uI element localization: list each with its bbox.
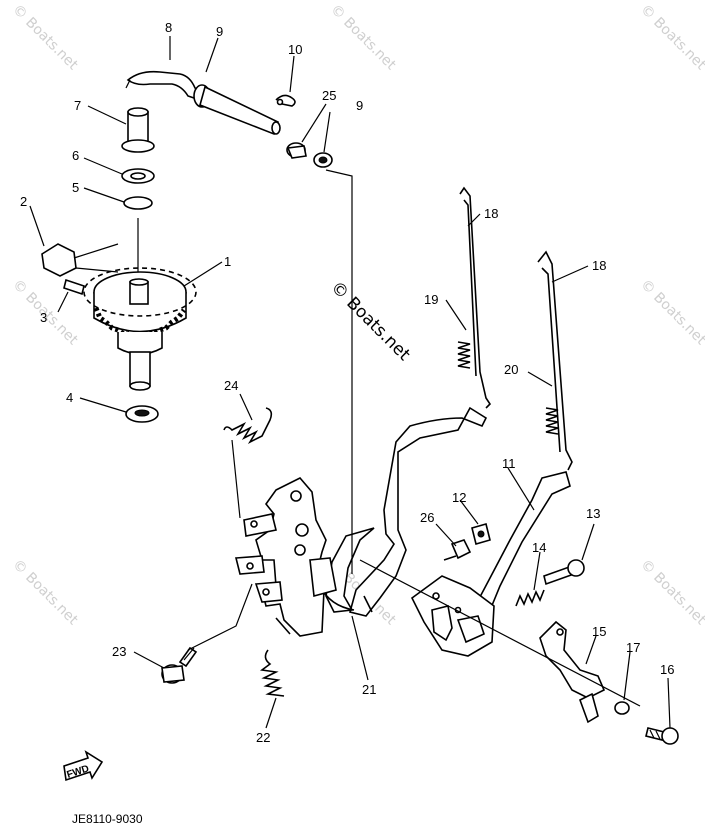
callout-20: 20 — [504, 362, 518, 377]
drawing-code: JE8110-9030 — [72, 812, 143, 826]
part-25-collar — [286, 142, 307, 159]
callout-3: 3 — [40, 310, 47, 325]
callout-18-left: 18 — [484, 206, 498, 221]
part-3-pin — [63, 278, 85, 296]
part-24-spring — [223, 407, 273, 444]
callout-25: 25 — [322, 88, 336, 103]
part-18-rod-right — [537, 250, 573, 471]
part-19-spring — [457, 341, 471, 369]
watermark-text: © Boats.net — [9, 2, 81, 74]
part-26-nut — [443, 539, 472, 561]
callout-9: 9 — [216, 24, 223, 39]
callout-6: 6 — [72, 148, 79, 163]
part-1-gear — [83, 218, 197, 391]
part-7-shaft — [121, 107, 155, 153]
callout-18-right: 18 — [592, 258, 606, 273]
part-14-spring — [515, 589, 545, 607]
callout-10: 10 — [288, 42, 302, 57]
callout-1: 1 — [224, 254, 231, 269]
callout-26: 26 — [420, 510, 434, 525]
fwd-arrow: FWD — [63, 750, 104, 782]
callout-16: 16 — [660, 662, 674, 677]
callout-13: 13 — [586, 506, 600, 521]
part-13-screw — [543, 559, 585, 586]
callout-11: 11 — [502, 456, 516, 471]
watermark-text: © Boats.net — [637, 557, 705, 629]
part-20-spring — [545, 407, 559, 435]
callouts: 8 9 10 25 9 7 6 5 2 1 3 4 18 18 19 20 24… — [20, 20, 674, 745]
callout-2: 2 — [20, 194, 27, 209]
part-2-bracket — [41, 243, 119, 277]
callout-24: 24 — [224, 378, 238, 393]
callout-15: 15 — [592, 624, 606, 639]
watermark-text: © Boats.net — [637, 2, 705, 74]
part-22-spring — [259, 649, 285, 697]
part-11-lever — [410, 471, 571, 657]
callout-8: 8 — [165, 20, 172, 35]
watermark-text: © Boats.net — [637, 277, 705, 349]
part-18-rod-left — [459, 186, 492, 409]
part-8-lever — [125, 70, 207, 101]
watermark-text: © Boats.net — [9, 557, 81, 629]
watermark-center-text: © Boats.net — [326, 277, 414, 365]
part-5-circlip — [123, 196, 153, 210]
part-9-shaft — [193, 84, 281, 136]
part-10-clip — [275, 94, 296, 107]
callout-9-lower: 9 — [356, 98, 363, 113]
part-6-washer — [121, 168, 155, 184]
part-16-bolt — [645, 727, 679, 745]
callout-12: 12 — [452, 490, 466, 505]
part-4-washer — [125, 405, 159, 423]
part-21-arm — [319, 406, 488, 617]
callout-21: 21 — [362, 682, 376, 697]
part-9-washer — [313, 152, 333, 168]
callout-7: 7 — [74, 98, 81, 113]
leader-lines — [29, 36, 671, 729]
callout-14: 14 — [532, 540, 546, 555]
part-12-nut — [471, 523, 491, 545]
callout-19: 19 — [424, 292, 438, 307]
callout-4: 4 — [66, 390, 73, 405]
part-17-washer — [614, 701, 630, 715]
callout-5: 5 — [72, 180, 79, 195]
lower-bracket — [234, 477, 337, 637]
callout-17: 17 — [626, 640, 640, 655]
callout-23: 23 — [112, 644, 126, 659]
part-23-bolt — [161, 646, 198, 684]
watermark-text: © Boats.net — [327, 2, 399, 74]
callout-22: 22 — [256, 730, 270, 745]
